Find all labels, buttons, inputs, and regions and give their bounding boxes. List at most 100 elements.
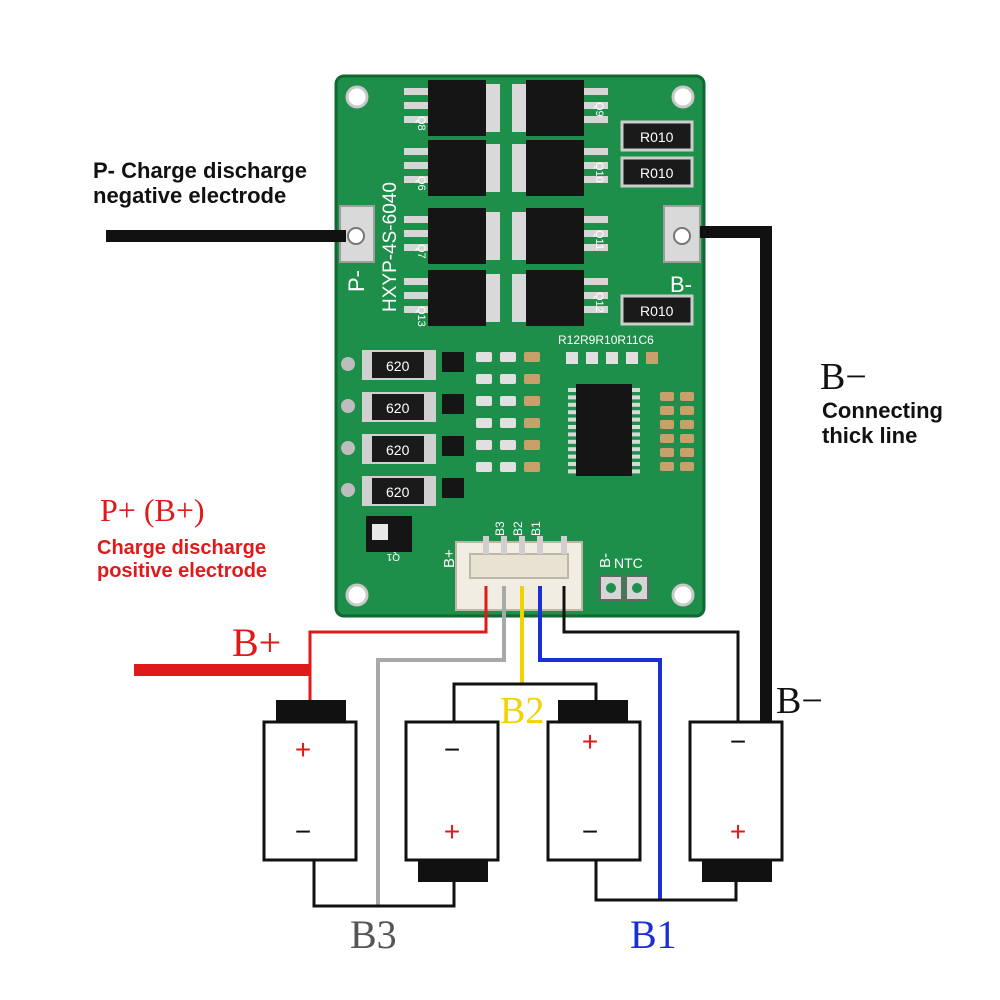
- b-minus-annotation: Connecting thick line: [822, 398, 943, 449]
- cell-1-bottom-sign: −: [294, 816, 312, 847]
- board-model: HXYP-4S-6040: [380, 182, 401, 312]
- smd-part: [524, 462, 540, 472]
- svg-text:Q11: Q11: [593, 230, 605, 250]
- smd-part: [500, 352, 516, 362]
- svg-text:620: 620: [386, 484, 410, 500]
- smd-cap: [660, 462, 674, 471]
- smd-part: [476, 396, 492, 406]
- mosfet-Q8: Q8: [404, 80, 500, 136]
- svg-text:Q1: Q1: [386, 551, 400, 562]
- b-minus-title: B−: [820, 356, 867, 398]
- smd-cap: [680, 448, 694, 457]
- b-plus-balance-wire: [308, 586, 488, 700]
- svg-text:Q13: Q13: [415, 306, 427, 327]
- p-minus-line1: P- Charge discharge: [93, 158, 307, 183]
- battery-cell-2: [404, 720, 500, 882]
- svg-text:Q7: Q7: [415, 244, 427, 259]
- mosfet-Q7: Q7: [404, 208, 500, 264]
- b-minus-side-label: B−: [776, 680, 823, 722]
- q1-transistor: Q1: [366, 516, 412, 562]
- p-plus-line2: positive electrode: [97, 560, 268, 582]
- smd-part: [476, 374, 492, 384]
- smd-cap: [660, 392, 674, 401]
- mount-hole: [671, 85, 695, 109]
- smd-part: [524, 440, 540, 450]
- svg-text:R010: R010: [640, 129, 674, 145]
- b2-label: B2: [500, 690, 545, 732]
- smd-cap: [680, 406, 694, 415]
- cell-3-top-sign: +: [581, 726, 599, 757]
- smd-part: [476, 418, 492, 428]
- smd-cap: [680, 434, 694, 443]
- diode-620: 620: [341, 350, 464, 380]
- battery-cell-1: [262, 700, 358, 862]
- connector-bplus-label: B+: [441, 549, 458, 568]
- b-minus-wire: [700, 226, 772, 722]
- p-minus-line2: negative electrode: [93, 183, 287, 209]
- series-link-top: [452, 682, 598, 722]
- shunt-resistor: R010: [620, 294, 694, 326]
- smd-cap: [660, 420, 674, 429]
- b3-wire: [376, 586, 506, 906]
- cell-2-bottom-sign: +: [443, 816, 461, 847]
- smd-cap: [660, 406, 674, 415]
- diode-620: 620: [341, 392, 464, 422]
- smd-cap: [660, 448, 674, 457]
- mosfet-Q11: Q11: [512, 208, 608, 264]
- smd-part: [500, 396, 516, 406]
- mount-hole: [345, 583, 369, 607]
- series-link-bottom-left: [312, 860, 456, 908]
- p-plus-annotation: Charge discharge positive electrode: [97, 537, 267, 583]
- b3-label: B3: [350, 912, 397, 957]
- smd-part: [500, 440, 516, 450]
- svg-text:620: 620: [386, 358, 410, 374]
- svg-text:R010: R010: [640, 165, 674, 181]
- smd-part: [476, 352, 492, 362]
- svg-text:Q8: Q8: [415, 116, 427, 131]
- smd-part: [500, 462, 516, 472]
- smd-cap: [660, 434, 674, 443]
- cell-4-top-sign: −: [729, 726, 747, 757]
- svg-text:620: 620: [386, 400, 410, 416]
- ntc-header: NTC: [599, 555, 649, 601]
- mosfet-Q13: Q13: [404, 270, 500, 327]
- b1-label: B1: [630, 912, 677, 957]
- connector-bminus-label: B-: [597, 553, 614, 568]
- mosfet-Q10: Q10: [512, 140, 608, 196]
- bms-ic: [568, 384, 640, 476]
- p-plus-line1: Charge discharge: [97, 537, 266, 559]
- b1-wire: [538, 586, 662, 900]
- diode-620: 620: [341, 434, 464, 464]
- cell-2-top-sign: −: [443, 734, 461, 765]
- b-minus-balance-wire: [562, 586, 740, 722]
- smd-cap: [680, 392, 694, 401]
- shunt-resistor: R010: [620, 156, 694, 188]
- svg-text:R010: R010: [640, 303, 674, 319]
- svg-text:B1: B1: [529, 521, 543, 536]
- mosfet-Q9: Q9: [512, 80, 608, 136]
- pad-right-label: B-: [670, 272, 692, 297]
- svg-text:Q10: Q10: [593, 162, 605, 183]
- mosfet-Q12: Q12: [512, 270, 608, 326]
- cell-3-bottom-sign: −: [581, 816, 599, 847]
- svg-text:Q9: Q9: [593, 102, 605, 117]
- smd-part: [500, 418, 516, 428]
- smd-cap: [680, 462, 694, 471]
- diode-620: 620: [341, 476, 464, 506]
- battery-cell-4: [688, 720, 784, 882]
- top-ref-label: R12R9R10R11C6: [558, 333, 654, 347]
- mount-hole: [345, 85, 369, 109]
- smd-cap: [680, 420, 694, 429]
- smd-part: [476, 440, 492, 450]
- smd-part: [500, 374, 516, 384]
- svg-text:620: 620: [386, 442, 410, 458]
- p-plus-title: P+ (B+): [100, 492, 205, 528]
- b-minus-line2: thick line: [822, 423, 918, 449]
- svg-text:B2: B2: [511, 521, 525, 536]
- b-plus-label: B+: [232, 620, 282, 665]
- svg-text:B3: B3: [493, 521, 507, 536]
